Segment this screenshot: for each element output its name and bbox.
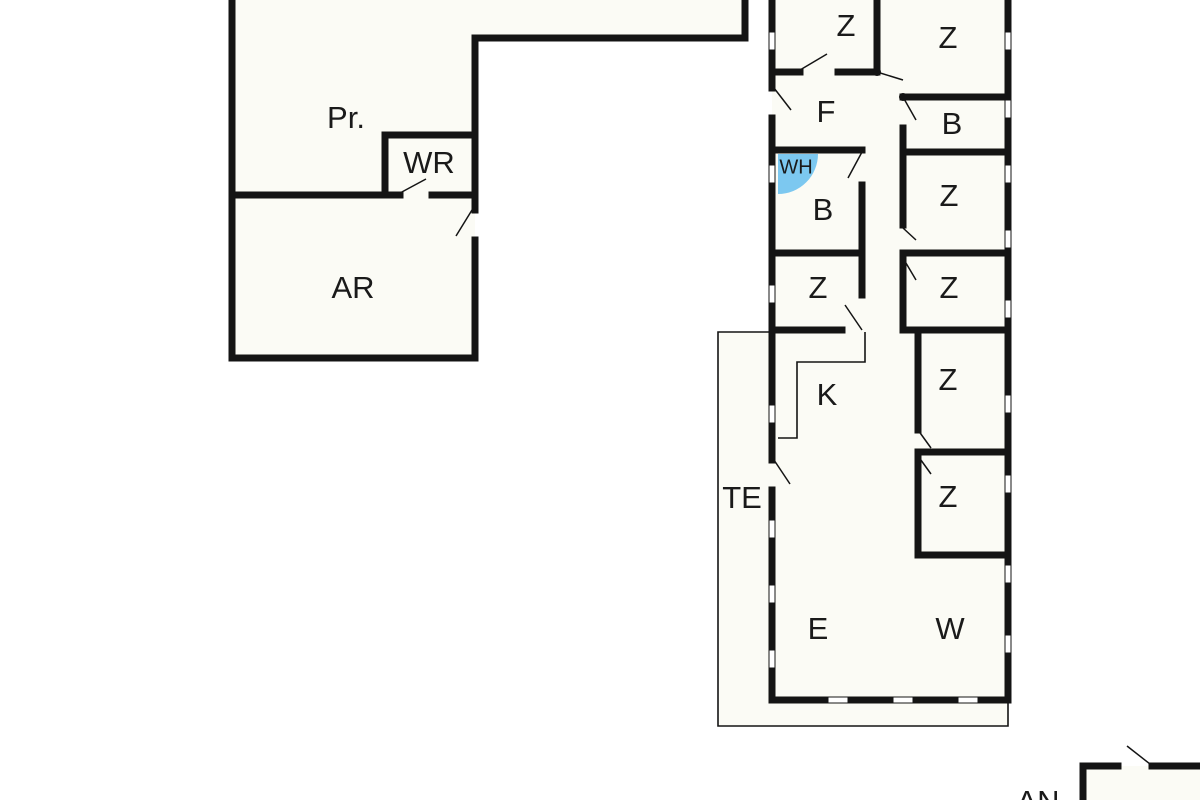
- room-label-z5: Z: [940, 270, 959, 305]
- room-label-wr: WR: [403, 145, 455, 180]
- room-labels: Pr. WR AR Z Z F B WH B Z Z Z Z Z K TE E …: [327, 8, 1059, 800]
- windows: [768, 31, 1012, 704]
- door-ar: [455, 209, 473, 237]
- room-label-z2: Z: [939, 20, 958, 55]
- room-label-pr: Pr.: [327, 100, 365, 135]
- room-label-an: AN: [1016, 784, 1059, 800]
- door-wr: [399, 178, 427, 194]
- room-label-k: K: [817, 377, 838, 412]
- room-label-te: TE: [722, 480, 762, 515]
- floors: [232, 0, 1200, 800]
- water-heater-icon: [778, 154, 818, 194]
- room-label-z7: Z: [939, 479, 958, 514]
- room-label-e: E: [808, 611, 829, 646]
- room-label-wh: WH: [779, 156, 812, 178]
- doors: [773, 53, 1151, 765]
- room-label-z6: Z: [939, 362, 958, 397]
- room-label-w: W: [935, 611, 965, 646]
- room-label-b1: B: [942, 106, 963, 141]
- room-label-f: F: [817, 94, 836, 129]
- room-label-z3: Z: [940, 178, 959, 213]
- room-label-b2: B: [813, 192, 834, 227]
- room-label-z4: Z: [809, 270, 828, 305]
- annex-walls: [1079, 762, 1200, 800]
- room-label-ar: AR: [331, 270, 374, 305]
- room-label-z1: Z: [837, 8, 856, 43]
- kitchen-counter: [778, 332, 866, 439]
- terrace-outline: [717, 331, 1009, 727]
- left-building-walls: [228, 0, 749, 362]
